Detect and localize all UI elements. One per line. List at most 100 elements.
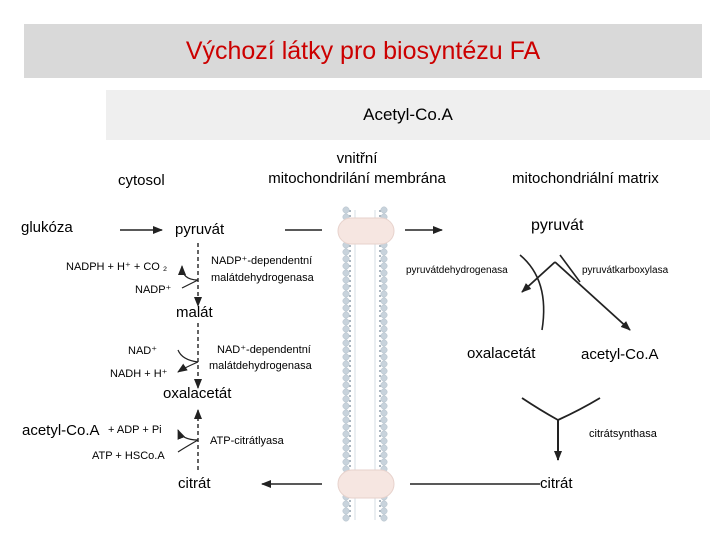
page-title: Výchozí látky pro biosyntézu FA [185,37,541,65]
membrane-head [380,500,388,508]
membrane-head [380,451,388,459]
membrane-head [342,353,350,361]
membrane-head [342,255,350,263]
membrane-head [380,297,388,305]
cofactor-atp: ATP + HSCo.A [92,450,165,462]
arrow-to-acetylcoa [554,261,631,331]
cofactor-nad: NAD⁺ [128,345,158,357]
membrane-head [380,283,388,291]
arrow-acetylcoa-merge [557,397,601,421]
membrane-head [342,311,350,319]
arrow-pyruvat-branch [559,254,581,283]
cofactor-nadph: NADPH + H⁺ + CO ₂ [66,261,168,273]
membrane-head [380,388,388,396]
region-matrix: mitochondriální matrix [512,170,659,187]
arrow-nadp [181,279,199,289]
membrane-head [342,437,350,445]
membrane-head [342,276,350,284]
membrane-head [380,458,388,466]
metabolite-oxalacetat-cytosol: oxalacetát [163,385,232,402]
cofactor-nadh: NADH + H⁺ [110,368,168,380]
arrow-acetylcoa [177,429,199,441]
region-membrane-line2: mitochondrilání membrána [268,170,446,187]
metabolite-citrat-cytosol: citrát [178,475,211,492]
membrane-head [342,374,350,382]
membrane-head [342,416,350,424]
metabolite-acetylcoa-matrix: acetyl-Co.A [581,346,659,363]
membrane-head [342,507,350,515]
membrane-head [342,423,350,431]
membrane-head [342,339,350,347]
membrane-head [380,276,388,284]
membrane-head [380,402,388,410]
cofactor-nadp: NADP⁺ [135,284,172,296]
membrane-head [342,444,350,452]
arrow-atp [177,439,199,453]
membrane-head [380,430,388,438]
metabolite-citrat-matrix: citrát [540,475,573,492]
membrane-head [380,332,388,340]
membrane-head [342,451,350,459]
subtitle-band: Acetyl-Co.A [106,90,710,140]
membrane-head [342,290,350,298]
membrane-head [342,430,350,438]
membrane-head [342,297,350,305]
membrane-head [380,339,388,347]
membrane-head [380,269,388,277]
membrane-head [380,395,388,403]
arrow-nad [177,349,199,363]
enzyme-mdh-line2: malátdehydrogenasa [209,360,312,372]
membrane-head [342,332,350,340]
membrane-head [342,318,350,326]
membrane-head [380,381,388,389]
metabolite-acetylcoa-cytosol: acetyl-Co.A [22,422,100,439]
membrane-head [380,346,388,354]
membrane-head [380,409,388,417]
region-membrane-line1: vnitřní [336,150,378,167]
pyruvate-transporter [337,217,395,245]
arrow-oxalacetat-merge [521,397,559,421]
membrane-head [342,360,350,368]
membrane-head [342,402,350,410]
membrane-head [380,507,388,515]
membrane-head [342,500,350,508]
membrane-head [342,325,350,333]
membrane-head [342,388,350,396]
membrane-head [380,514,388,522]
membrane-head [380,290,388,298]
metabolite-pyruvat-cytosol: pyruvát [175,221,225,238]
membrane-head [342,395,350,403]
membrane-head [380,262,388,270]
cofactor-adp: + ADP + Pi [108,424,162,436]
membrane-head [380,374,388,382]
membrane [337,206,395,522]
membrane-head [380,304,388,312]
subtitle: Acetyl-Co.A [363,105,453,124]
membrane-head [342,409,350,417]
membrane-head [380,437,388,445]
membrane-head [380,367,388,375]
membrane-head [380,353,388,361]
membrane-head [342,346,350,354]
metabolite-malat: malát [176,304,213,321]
arrow-nadph [178,265,199,281]
membrane-head [342,262,350,270]
membrane-head [342,206,350,214]
citrate-transporter [337,469,395,499]
membrane-head [342,269,350,277]
enzyme-atp-citrate-lyase: ATP-citrátlyasa [210,435,284,447]
enzyme-mdh-line1: NAD⁺-dependentní [217,344,311,356]
membrane-head [342,304,350,312]
enzyme-malic-line1: NADP⁺-dependentní [211,255,313,267]
metabolite-pyruvat-matrix: pyruvát [531,217,584,234]
membrane-head [380,360,388,368]
membrane-head [380,318,388,326]
membrane-head [380,206,388,214]
membrane-head [380,255,388,263]
title-band: Výchozí látky pro biosyntézu FA [24,24,702,78]
membrane-head [380,311,388,319]
membrane-head [342,248,350,256]
arrow-to-pdh-branch [521,261,556,293]
membrane-head [342,381,350,389]
